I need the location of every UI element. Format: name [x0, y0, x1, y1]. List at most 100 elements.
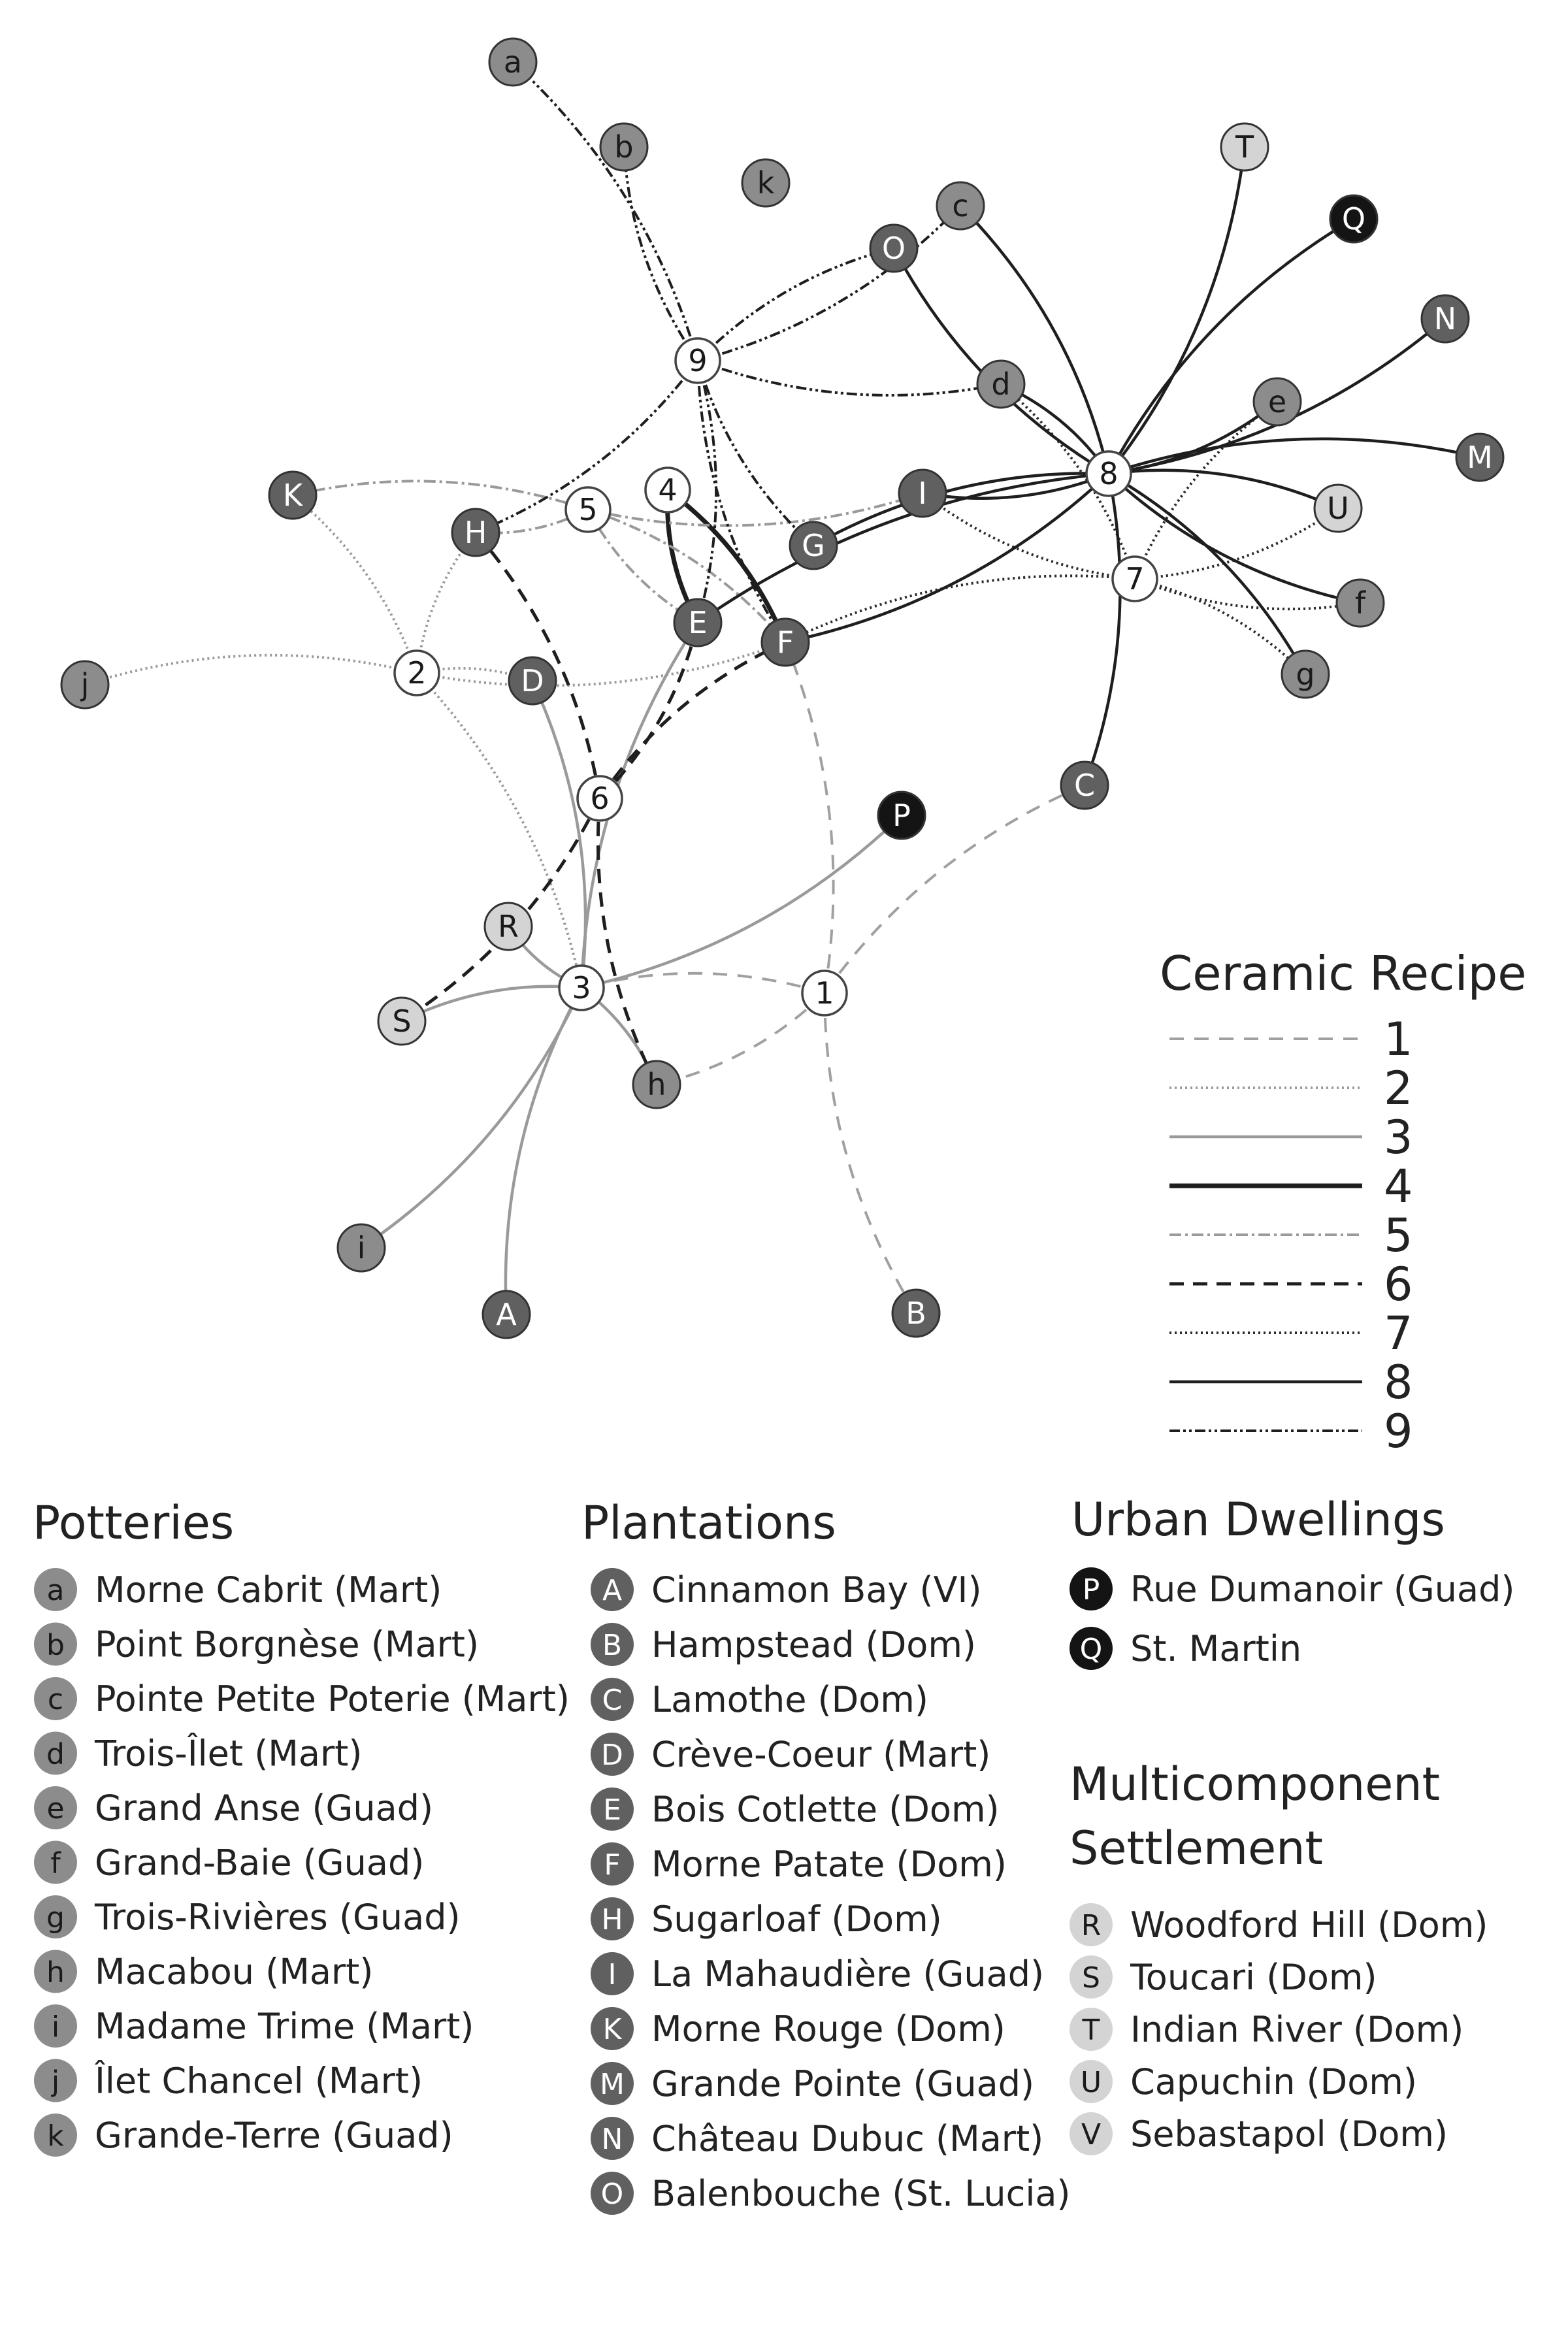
site-node-c-label: c — [952, 188, 968, 223]
key-item-g-letter: g — [46, 1901, 65, 1935]
key-item-I-letter: I — [608, 1958, 617, 1991]
site-node-i-circle — [336, 1223, 386, 1273]
site-node-i: i — [336, 1223, 386, 1273]
site-node-c: c — [936, 181, 985, 231]
site-node-P-label: P — [892, 798, 911, 833]
edge-recipe-8-I — [922, 472, 1109, 500]
key-item-T-label: Indian River (Dom) — [1130, 2009, 1463, 2050]
key-item-c-label: Pointe Petite Poterie (Mart) — [95, 1678, 570, 1720]
recipe-node-1-circle — [801, 970, 848, 1017]
site-node-M: M — [1455, 433, 1505, 482]
edge-recipe-7-I — [921, 492, 1135, 580]
key-item-S-swatch — [1070, 1955, 1113, 1999]
key-item-b-label: Point Borgnèse (Mart) — [95, 1624, 479, 1665]
key-item-F-swatch — [591, 1842, 634, 1886]
legend-label-4: 4 — [1384, 1160, 1413, 1213]
edge-recipe-8-U — [1108, 468, 1339, 510]
legend-label-2: 2 — [1384, 1062, 1413, 1115]
recipe-node-6-circle — [576, 775, 623, 822]
edge-recipe-5-I — [587, 492, 923, 527]
key-item-k-letter: k — [47, 2119, 64, 2153]
site-node-O: O — [869, 223, 919, 273]
key-item-Q-swatch — [1070, 1627, 1113, 1670]
site-node-S-circle — [377, 996, 427, 1046]
site-node-g: g — [1281, 649, 1330, 699]
edge-recipe-8-C — [1083, 473, 1122, 786]
site-node-e: e — [1252, 377, 1302, 427]
edge-recipe-7-g — [1134, 578, 1307, 676]
site-node-S: S — [377, 996, 427, 1046]
site-node-H: H — [451, 508, 500, 557]
recipe-node-7: 7 — [1111, 555, 1158, 602]
site-node-k-label: k — [757, 165, 775, 201]
site-node-k: k — [741, 158, 791, 208]
network-edges — [84, 61, 1480, 1315]
legend-label-6: 6 — [1384, 1258, 1413, 1311]
site-node-F: F — [760, 617, 810, 667]
recipe-node-4-circle — [644, 466, 691, 514]
site-node-i-label: i — [357, 1230, 366, 1266]
key-item-K-letter: K — [603, 2013, 623, 2046]
site-node-P: P — [877, 791, 926, 840]
edge-recipe-1-h — [656, 992, 826, 1086]
recipe-node-8-circle — [1085, 450, 1132, 497]
edge-recipe-5-F — [587, 508, 787, 644]
key-item-F-label: Morne Patate (Dom) — [651, 1844, 1007, 1885]
key-item-N-letter: N — [602, 2123, 623, 2156]
edge-recipe-2-j — [84, 653, 417, 686]
site-node-I-label: I — [918, 476, 927, 511]
key-item-j-label: Îlet Chancel (Mart) — [94, 2061, 423, 2102]
site-node-M-circle — [1455, 433, 1505, 482]
key-item-U-label: Capuchin (Dom) — [1130, 2061, 1417, 2102]
key-item-A-label: Cinnamon Bay (VI) — [651, 1569, 982, 1610]
edge-recipe-6-E — [598, 622, 700, 800]
key-item-M-label: Grande Pointe (Guad) — [651, 2063, 1034, 2104]
site-node-E: E — [673, 598, 723, 647]
edge-recipe-6-H — [474, 531, 602, 799]
edge-recipe-3-P — [581, 814, 903, 990]
site-node-S-label: S — [392, 1004, 411, 1039]
recipe-node-7-circle — [1111, 555, 1158, 602]
edge-recipe-1-F — [784, 642, 835, 994]
edge-recipe-2-K — [291, 494, 418, 674]
edge-recipe-8-M — [1108, 437, 1480, 476]
site-node-I: I — [898, 468, 947, 518]
key-item-B-label: Hampstead (Dom) — [651, 1624, 976, 1665]
key-item-d-label: Trois-Îlet (Mart) — [94, 1733, 362, 1774]
key-item-j-letter: j — [51, 2065, 59, 2099]
site-node-K-circle — [268, 470, 318, 520]
edge-recipe-8-c — [959, 204, 1111, 474]
edge-recipe-6-F — [598, 640, 787, 800]
edge-recipe-8-g — [1107, 472, 1307, 676]
site-node-P-circle — [877, 791, 926, 840]
recipe-node-4: 4 — [644, 466, 691, 514]
site-node-d-label: d — [991, 367, 1010, 402]
key-item-D-letter: D — [601, 1739, 623, 1772]
key-item-e-label: Grand Anse (Guad) — [95, 1788, 433, 1829]
key-item-a-letter: a — [47, 1574, 65, 1607]
key-item-e-swatch — [34, 1786, 77, 1829]
key-item-P-label: Rue Dumanoir (Guad) — [1130, 1569, 1514, 1610]
key-item-V-label: Sebastapol (Dom) — [1130, 2114, 1448, 2155]
key-item-A-letter: A — [602, 1574, 622, 1607]
key-item-T-letter: T — [1082, 2014, 1100, 2047]
edge-recipe-8-E — [696, 472, 1109, 624]
key-item-H-letter: H — [601, 1903, 623, 1936]
key-item-f-letter: f — [50, 1847, 61, 1880]
edge-recipe-9-G — [696, 360, 815, 547]
site-node-b-circle — [599, 122, 649, 172]
site-node-R: R — [483, 902, 533, 951]
site-node-I-circle — [898, 468, 947, 518]
edge-recipe-8-F — [785, 472, 1110, 644]
key-item-D-swatch — [591, 1733, 634, 1776]
